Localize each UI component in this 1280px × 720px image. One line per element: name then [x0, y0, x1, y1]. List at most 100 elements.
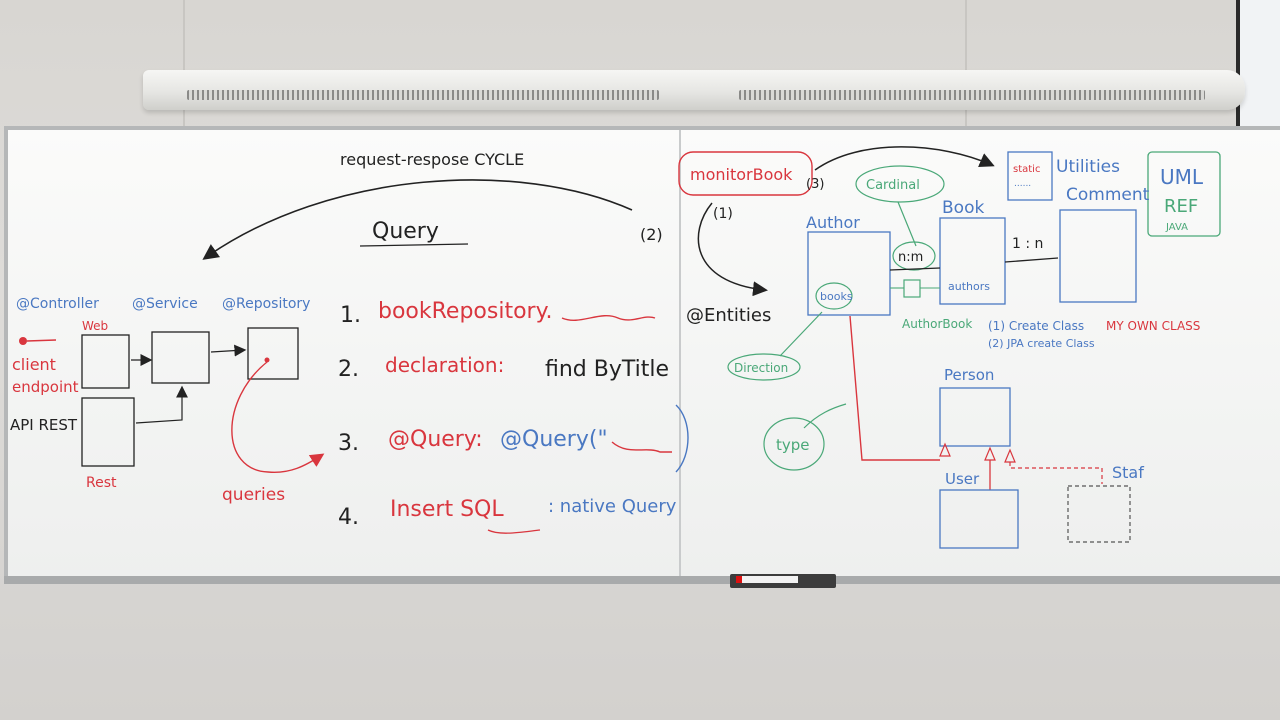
- uml-line-2: REF: [1164, 196, 1198, 217]
- cardinal-pointer: [897, 201, 917, 247]
- wall-seam-right: [965, 0, 967, 130]
- my-own-class-note: MY OWN CLASS: [1106, 319, 1200, 333]
- authors-label: authors: [948, 280, 990, 293]
- step-4-detail: : native Query: [548, 496, 677, 517]
- user-label: User: [945, 470, 980, 488]
- nm-bubble: [892, 241, 936, 271]
- step-2-number: 2.: [338, 357, 359, 382]
- uml-line-1: UML: [1160, 165, 1204, 189]
- inherit-triangle-3: [1004, 448, 1016, 463]
- static-label: static: [1013, 164, 1040, 175]
- query-heading: Query: [372, 219, 439, 244]
- step-1-number: 1.: [340, 303, 361, 328]
- staff-inherit-line: [1009, 462, 1103, 484]
- wall-seam-left: [183, 0, 185, 130]
- web-label: Web: [82, 319, 108, 333]
- step-4-underline: [487, 529, 541, 534]
- queries-arrow: [231, 361, 325, 473]
- inherit-triangle-2: [984, 446, 996, 461]
- author-box: [807, 231, 891, 316]
- direction-label: Direction: [734, 361, 788, 375]
- author-book-link: [889, 267, 941, 271]
- lamp-grille-left: [187, 90, 659, 100]
- cycle-step-label: (2): [640, 225, 663, 244]
- step-4-number: 4.: [338, 505, 359, 530]
- step-3-text: @Query:: [388, 427, 483, 452]
- type-pointer: [803, 403, 847, 429]
- step-3-label: (3): [806, 177, 824, 192]
- step-3-number: 3.: [338, 431, 359, 456]
- uml-box: [1147, 151, 1221, 237]
- direction-bubble: [727, 353, 801, 381]
- entities-label: @Entities: [686, 305, 771, 326]
- client-dot: [19, 337, 27, 345]
- client-line: [26, 339, 57, 342]
- author-person-link: [849, 315, 940, 461]
- book-comment-link: [1004, 257, 1059, 263]
- layer-repository: @Repository: [222, 296, 310, 312]
- rest-box: [81, 397, 135, 467]
- person-label: Person: [944, 366, 994, 384]
- cycle-title: request-respose CYCLE: [340, 150, 524, 169]
- one-n-label: 1 : n: [1012, 236, 1043, 252]
- monitor-book-box: [678, 151, 813, 196]
- queries-dot: [264, 357, 270, 363]
- lamp-grille-right: [739, 90, 1205, 100]
- uml-line-3: JAVA: [1165, 222, 1188, 233]
- static-box: [1007, 151, 1053, 201]
- author-book-join-box: [903, 279, 921, 298]
- user-box: [939, 489, 1019, 549]
- board-divider: [679, 130, 681, 578]
- step-3-detail: @Query(": [500, 427, 608, 452]
- author-book-label: AuthorBook: [902, 317, 972, 331]
- type-bubble: [763, 417, 825, 471]
- person-box: [939, 387, 1011, 447]
- book-label: Book: [942, 198, 984, 218]
- books-bubble: [815, 282, 853, 310]
- step-3-paren: [675, 404, 689, 473]
- static-dots: ......: [1014, 179, 1031, 189]
- rest-service-link: [135, 385, 188, 424]
- entities-arrow: [697, 202, 768, 297]
- rest-label: Rest: [86, 475, 117, 491]
- utilities-label: Utilities: [1056, 157, 1120, 177]
- step-1-squiggle: [561, 314, 656, 322]
- comment-label: Comment: [1066, 185, 1150, 205]
- step-2-detail: find ByTitle: [545, 357, 669, 382]
- step-4-text: Insert SQL: [390, 497, 504, 522]
- client-label: client: [12, 355, 56, 374]
- author-label: Author: [806, 213, 860, 232]
- query-underline: [359, 243, 469, 247]
- layer-controller: @Controller: [16, 296, 99, 312]
- inherit-triangle-1: [939, 442, 951, 457]
- endpoint-label: endpoint: [12, 378, 79, 396]
- type-label: type: [776, 436, 810, 454]
- staff-box: [1067, 485, 1131, 543]
- marker-cap: [736, 576, 798, 583]
- step-1-label: (1): [713, 206, 733, 222]
- nm-label: n:m: [898, 250, 923, 265]
- cardinal-label: Cardinal: [866, 178, 920, 193]
- controller-box: [81, 334, 130, 389]
- api-rest-label: API REST: [10, 416, 78, 434]
- cycle-arrow: [202, 179, 633, 260]
- layer-service: @Service: [132, 296, 198, 312]
- create-class-note: (1) Create Class: [988, 319, 1084, 333]
- book-box: [939, 217, 1006, 305]
- marker-tray: [4, 576, 1280, 584]
- service-repository-link: [210, 344, 247, 357]
- queries-label: queries: [222, 485, 285, 505]
- step-1-text: bookRepository.: [378, 299, 552, 324]
- monitor-book-label: monitorBook: [690, 165, 793, 184]
- direction-pointer: [779, 311, 823, 357]
- step-3-squiggle: [611, 441, 672, 453]
- service-box: [151, 331, 210, 384]
- comment-box: [1059, 209, 1137, 303]
- books-label: books: [820, 290, 853, 303]
- utilities-arrow: [814, 146, 995, 171]
- ceiling-lamp: [143, 70, 1245, 110]
- staff-label: Staf: [1112, 463, 1144, 482]
- step-2-text: declaration:: [385, 353, 504, 377]
- cardinal-bubble: [855, 165, 945, 203]
